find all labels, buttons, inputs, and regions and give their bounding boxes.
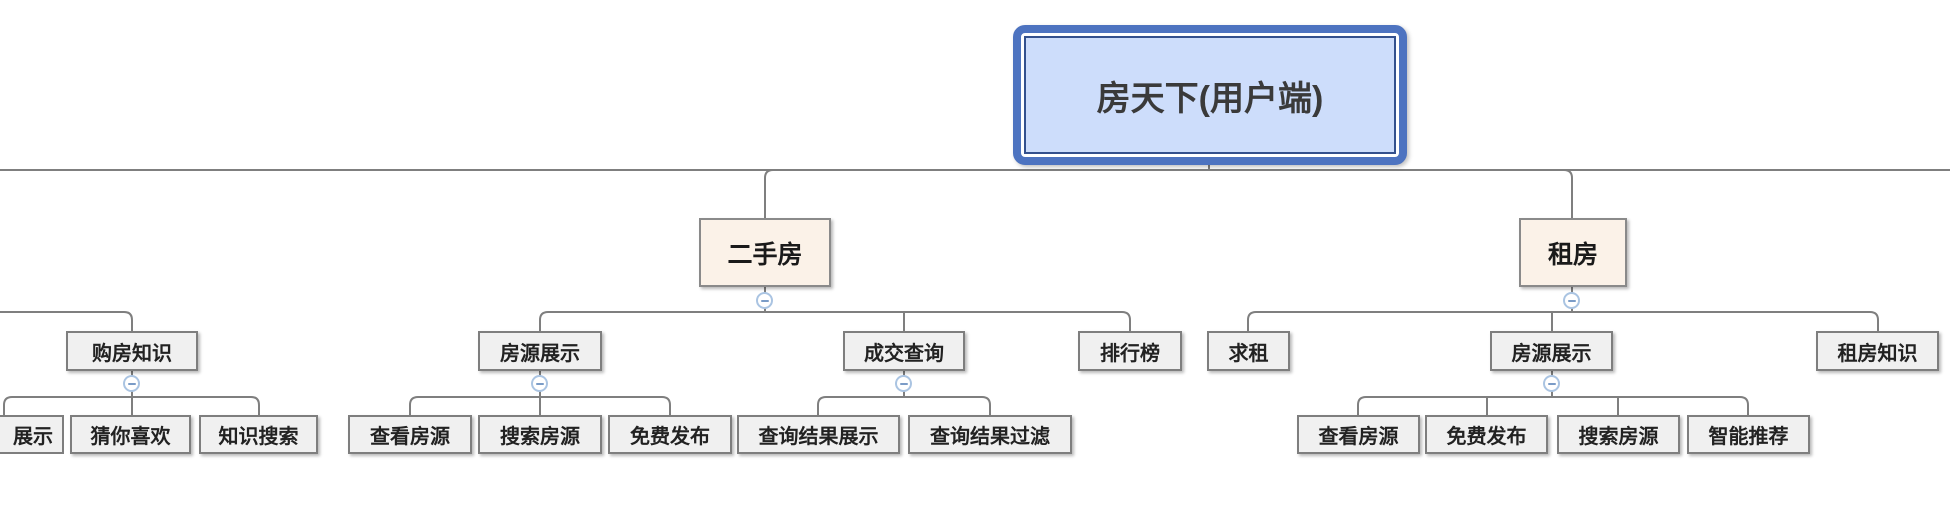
collapse-button-zufang[interactable]: [1563, 292, 1580, 309]
node-chengjiao-chaxun[interactable]: 成交查询: [843, 331, 965, 371]
node-zhishi-sousuo[interactable]: 知识搜索: [199, 415, 318, 454]
node-fangyuan-zhanshi-1[interactable]: 房源展示: [478, 331, 602, 371]
collapse-button-fangyuan-zhanshi-1[interactable]: [531, 375, 548, 392]
node-zhanshi-clipped[interactable]: 展示: [0, 415, 64, 454]
node-sousuo-fangyuan-2[interactable]: 搜索房源: [1557, 415, 1680, 454]
node-zufang[interactable]: 租房: [1519, 218, 1627, 287]
collapse-button-chengjiao-chaxun[interactable]: [895, 375, 912, 392]
node-zufang-zhishi[interactable]: 租房知识: [1816, 331, 1939, 371]
node-chaxun-jieguo-zhanshi[interactable]: 查询结果展示: [737, 415, 900, 454]
node-root-label: 房天下(用户端): [1024, 36, 1396, 154]
node-ershoufang[interactable]: 二手房: [699, 218, 831, 287]
collapse-button-goufang-zhishi[interactable]: [123, 375, 140, 392]
node-chakan-fangyuan-2[interactable]: 查看房源: [1297, 415, 1420, 454]
node-root[interactable]: 房天下(用户端): [1013, 25, 1407, 165]
node-mianfei-fabu-1[interactable]: 免费发布: [608, 415, 732, 454]
node-paihangbang[interactable]: 排行榜: [1078, 331, 1182, 371]
minus-icon: [760, 299, 769, 302]
node-chakan-fangyuan-1[interactable]: 查看房源: [348, 415, 472, 454]
node-chaxun-jieguo-guolv[interactable]: 查询结果过滤: [908, 415, 1072, 454]
minus-icon: [899, 382, 908, 385]
node-goufang-zhishi[interactable]: 购房知识: [66, 331, 198, 371]
minus-icon: [1567, 299, 1576, 302]
collapse-button-fangyuan-zhanshi-2[interactable]: [1543, 375, 1560, 392]
node-mianfei-fabu-2[interactable]: 免费发布: [1425, 415, 1548, 454]
node-fangyuan-zhanshi-2[interactable]: 房源展示: [1490, 331, 1613, 371]
node-zhineng-tuijian[interactable]: 智能推荐: [1687, 415, 1810, 454]
minus-icon: [1547, 382, 1556, 385]
minus-icon: [127, 382, 136, 385]
minus-icon: [535, 382, 544, 385]
collapse-button-ershoufang[interactable]: [756, 292, 773, 309]
node-cainixihuan[interactable]: 猜你喜欢: [70, 415, 191, 454]
node-qiuzu[interactable]: 求租: [1207, 331, 1290, 371]
node-sousuo-fangyuan-1[interactable]: 搜索房源: [478, 415, 602, 454]
